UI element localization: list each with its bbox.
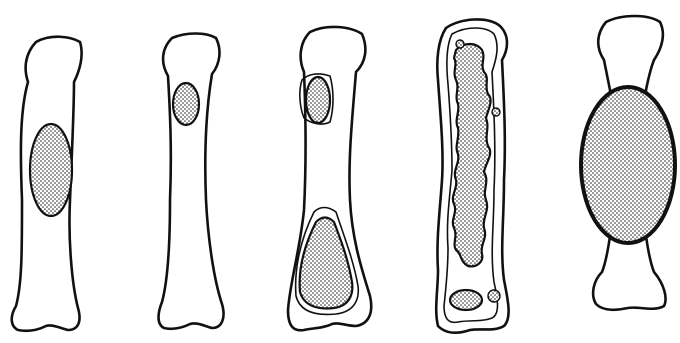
lesion-satellite <box>456 40 464 48</box>
panel-5-bone <box>581 16 675 310</box>
lesion-eccentric-oval <box>173 83 199 125</box>
bone-outline <box>159 34 224 329</box>
lesion-distal-focus <box>488 290 500 302</box>
lesion-satellite <box>492 108 500 116</box>
panel-4-bone <box>436 19 508 332</box>
lesion-central-oval <box>30 124 72 216</box>
panel-3-bone <box>288 27 371 330</box>
lesion-distal-focus <box>450 290 482 310</box>
panel-2-bone <box>159 34 224 329</box>
panel-1-bone <box>12 37 82 331</box>
lesion-proximal-oval <box>306 77 330 123</box>
lesion-permeative <box>453 44 491 266</box>
lesion-expansile <box>581 87 675 243</box>
